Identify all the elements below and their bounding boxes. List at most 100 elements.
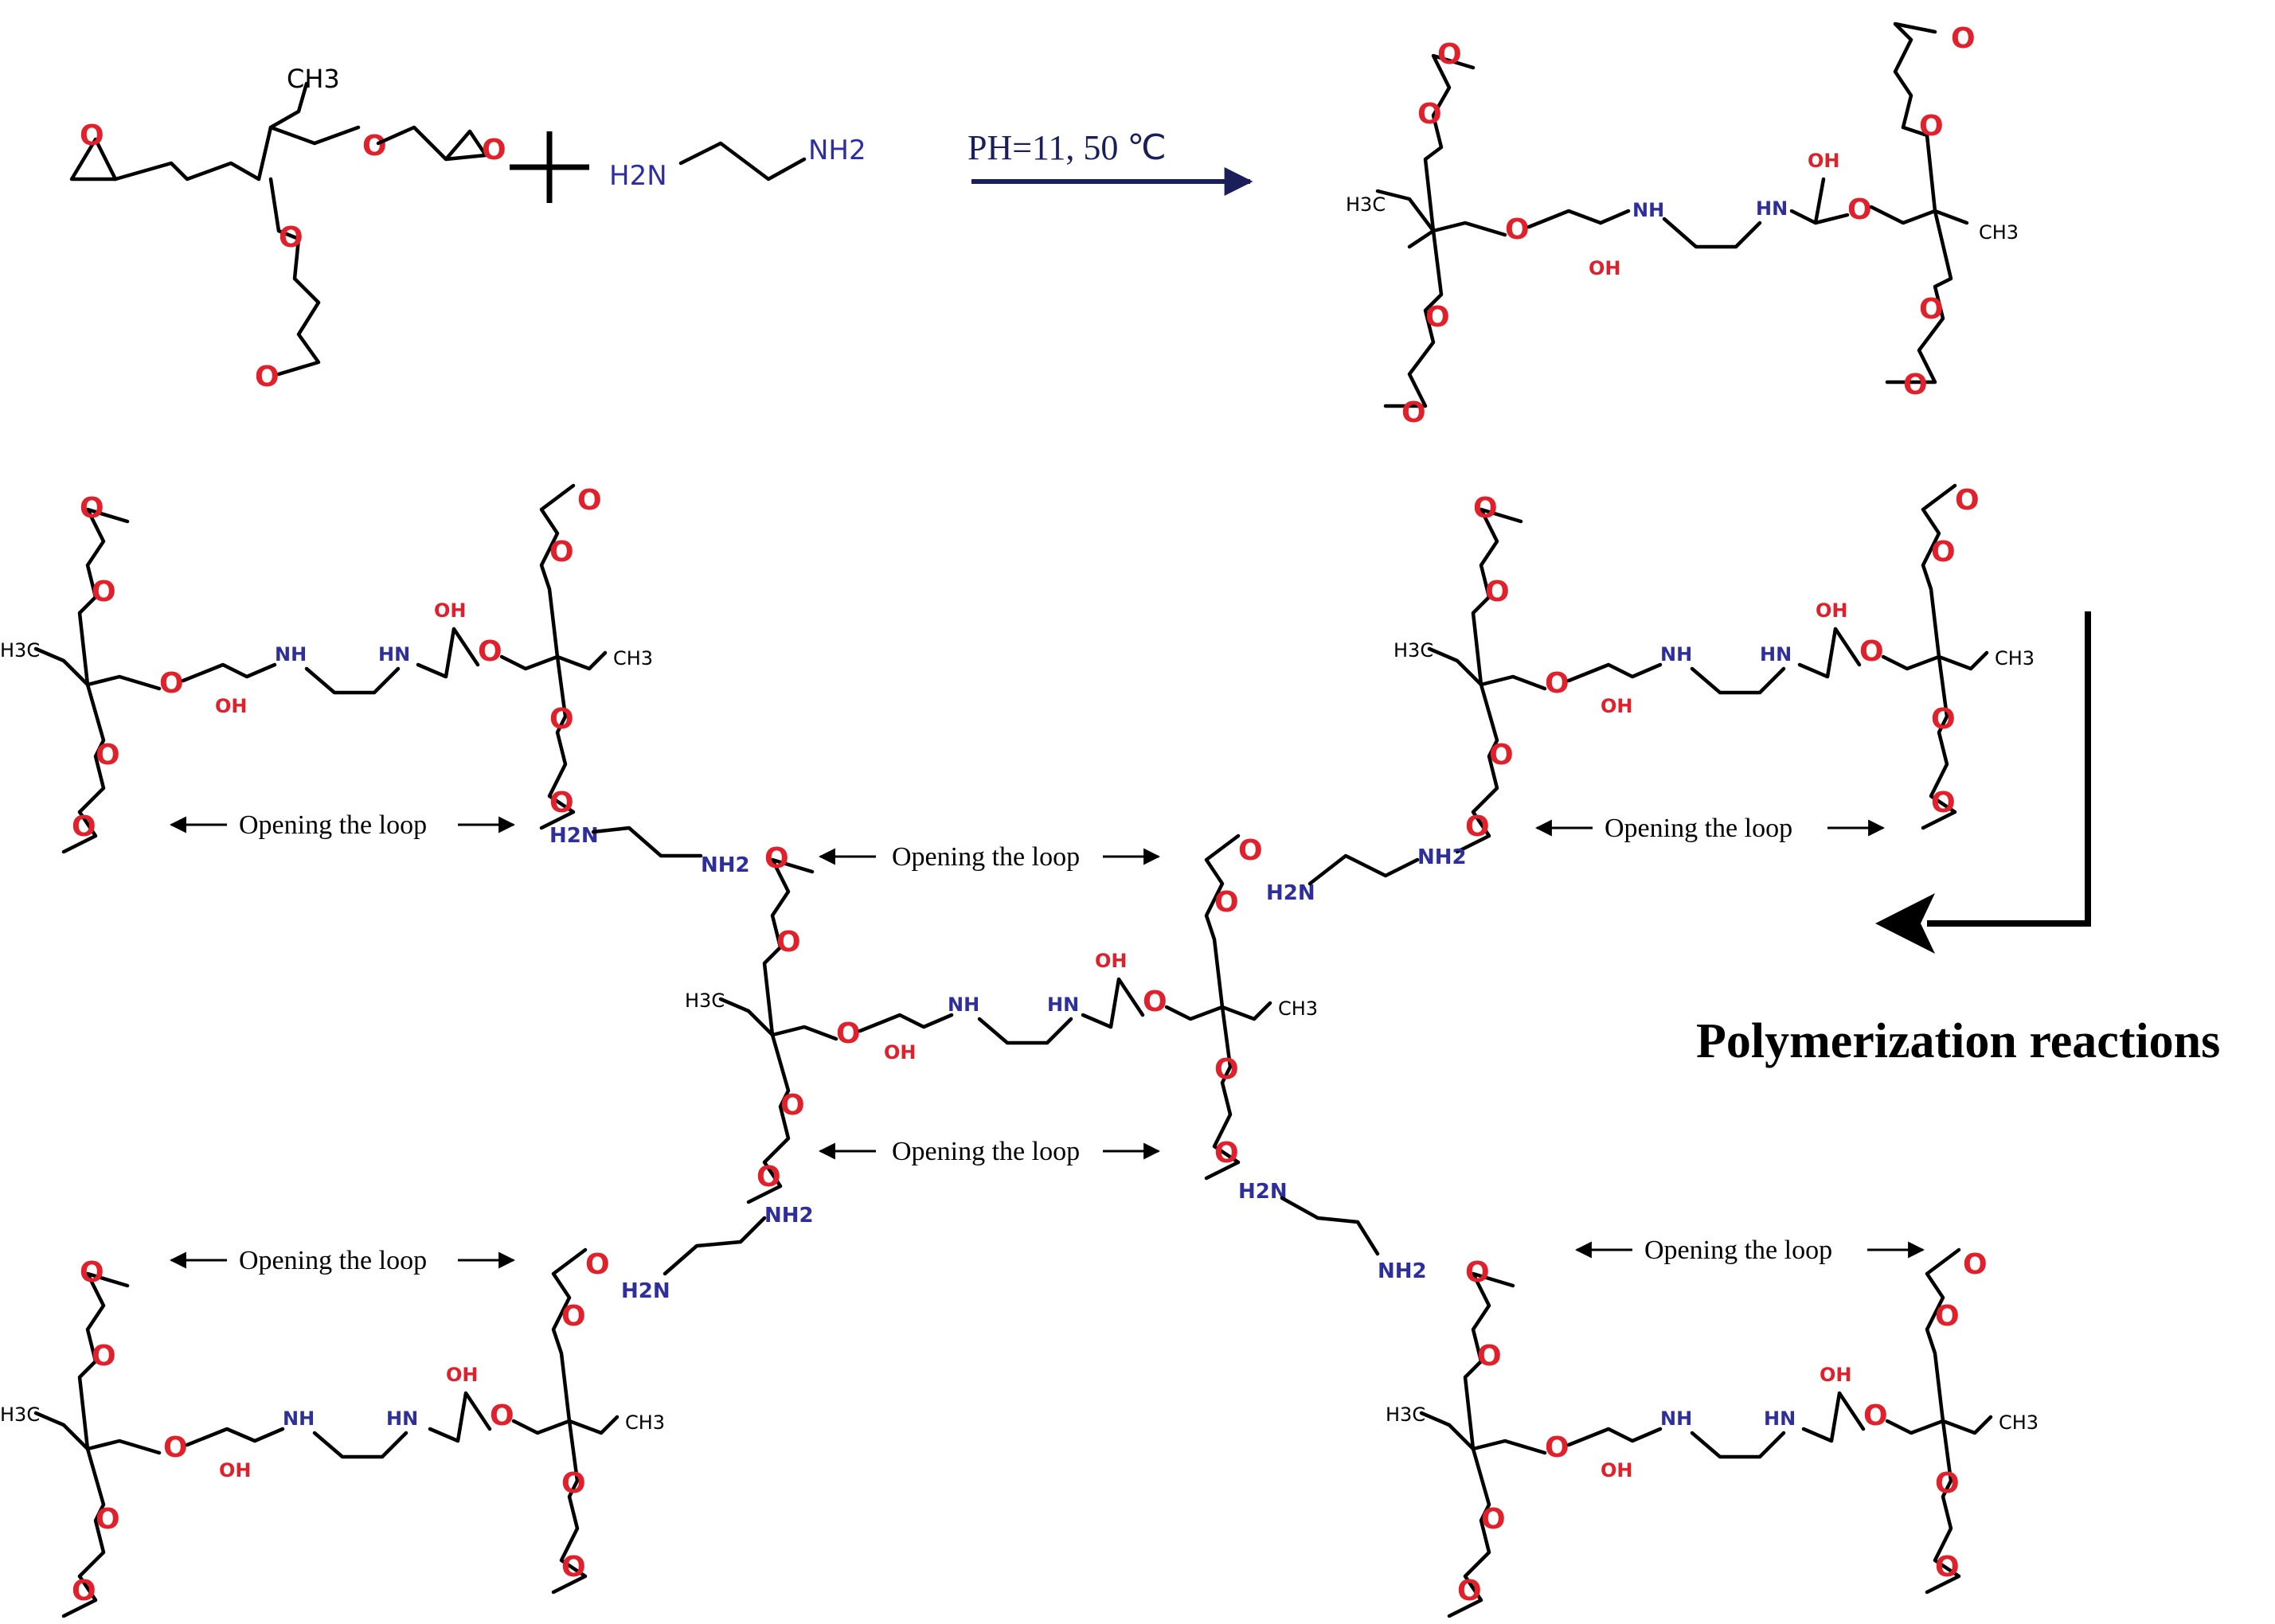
svg-text:NH: NH	[948, 994, 979, 1016]
linker-diamine-1: H2N NH2	[549, 824, 750, 877]
svg-text:O: O	[1931, 536, 1956, 568]
svg-text:O: O	[561, 1551, 586, 1583]
polymerization-arrow	[1875, 611, 2091, 954]
svg-text:O: O	[1214, 1137, 1239, 1169]
reactant-triepoxide: O CH3 O O O O	[69, 64, 506, 393]
svg-text:Opening the loop: Opening the loop	[239, 1246, 427, 1275]
opening-arrow-5: Opening the loop	[169, 1246, 516, 1275]
svg-text:NH: NH	[1660, 643, 1692, 666]
nh2-label: NH2	[808, 135, 866, 166]
dimer-bottom-left: H3C O OH NH HN OH O CH3 O O O O O O O O	[0, 1247, 665, 1618]
svg-text:Opening the loop: Opening the loop	[239, 810, 427, 840]
svg-text:O: O	[549, 536, 574, 568]
oxygen-atom: O	[362, 130, 387, 162]
svg-text:OH: OH	[446, 1364, 479, 1386]
svg-text:O: O	[92, 1340, 116, 1372]
svg-text:HN: HN	[1760, 643, 1792, 666]
svg-text:O: O	[1545, 1431, 1569, 1464]
svg-text:O: O	[1457, 1575, 1482, 1607]
svg-text:Opening the loop: Opening the loop	[1605, 814, 1792, 843]
svg-text:OH: OH	[1095, 950, 1128, 972]
svg-text:O: O	[92, 576, 116, 608]
svg-text:O: O	[1143, 986, 1167, 1018]
svg-text:OH: OH	[1820, 1364, 1852, 1386]
reactant-ethylenediamine: H2N NH2	[609, 135, 866, 192]
svg-text:H2N: H2N	[549, 824, 599, 848]
svg-text:O: O	[1465, 810, 1490, 843]
svg-text:CH3: CH3	[1979, 221, 2019, 244]
svg-text:OH: OH	[1816, 599, 1848, 622]
svg-text:O: O	[1863, 1400, 1888, 1432]
reaction-condition: PH=11, 50 ℃	[967, 128, 1167, 167]
svg-text:H3C: H3C	[685, 990, 725, 1012]
svg-text:NH: NH	[1632, 199, 1664, 221]
svg-text:CH3: CH3	[613, 647, 653, 670]
svg-text:HN: HN	[378, 643, 410, 666]
svg-text:O: O	[96, 1503, 120, 1536]
svg-text:OH: OH	[434, 599, 467, 622]
product-dimer: H3C O OH NH HN OH O CH3 O O O O O O O O	[1346, 21, 2019, 429]
svg-text:O: O	[1545, 667, 1569, 700]
svg-text:OH: OH	[219, 1459, 252, 1482]
svg-text:Opening the loop: Opening the loop	[892, 1137, 1080, 1166]
polymerization-title: Polymerization reactions	[1696, 1014, 2220, 1068]
h2n-label: H2N	[609, 160, 667, 192]
svg-text:O: O	[1477, 1340, 1502, 1372]
svg-text:O: O	[1214, 1053, 1239, 1086]
svg-text:O: O	[577, 484, 602, 517]
svg-text:O: O	[1505, 213, 1530, 246]
svg-text:O: O	[1919, 293, 1944, 326]
dimer-bottom-right: H3C O OH NH HN OH O CH3 O O O O O O O O	[1386, 1247, 2039, 1618]
dimer-top-right: H3C O OH NH HN OH O CH3 O O O O O O O O	[1394, 483, 2035, 854]
svg-text:O: O	[764, 842, 789, 875]
svg-text:O: O	[80, 1256, 104, 1289]
svg-text:OH: OH	[884, 1041, 917, 1064]
opening-arrow-6: Opening the loop	[1574, 1236, 1925, 1265]
svg-text:O: O	[1931, 787, 1956, 819]
svg-text:O: O	[776, 926, 801, 958]
svg-text:O: O	[1903, 369, 1928, 401]
svg-text:O: O	[478, 635, 502, 668]
svg-text:O: O	[1481, 1503, 1506, 1536]
dimer-center: H3C O OH NH HN OH O CH3 O O O O O O O O	[685, 833, 1318, 1204]
svg-text:O: O	[756, 1161, 781, 1193]
svg-text:O: O	[1951, 22, 1976, 55]
oxygen-atom: O	[80, 119, 104, 152]
svg-text:NH: NH	[275, 643, 307, 666]
svg-text:O: O	[1919, 110, 1944, 142]
svg-text:OH: OH	[1601, 695, 1633, 717]
svg-text:OH: OH	[215, 695, 248, 717]
svg-text:O: O	[1238, 834, 1263, 867]
svg-text:O: O	[490, 1400, 514, 1432]
svg-text:NH: NH	[1660, 1407, 1692, 1430]
svg-text:CH3: CH3	[1999, 1411, 2039, 1434]
svg-text:O: O	[72, 1575, 96, 1607]
opening-arrow-2: Opening the loop	[818, 842, 1161, 872]
svg-text:O: O	[1847, 193, 1872, 226]
svg-text:Opening the loop: Opening the loop	[1644, 1236, 1832, 1265]
svg-text:O: O	[1417, 98, 1442, 131]
svg-text:HN: HN	[1756, 197, 1788, 220]
svg-text:CH3: CH3	[625, 1411, 665, 1434]
linker-diamine-4: H2N NH2	[1238, 1180, 1427, 1283]
svg-text:O: O	[80, 492, 104, 525]
svg-text:O: O	[1935, 1551, 1960, 1583]
svg-text:O: O	[561, 1300, 586, 1333]
svg-text:O: O	[1955, 484, 1980, 517]
svg-text:OH: OH	[1601, 1459, 1633, 1482]
svg-text:NH2: NH2	[764, 1204, 814, 1228]
svg-text:O: O	[1473, 492, 1498, 525]
svg-text:H3C: H3C	[0, 1403, 40, 1426]
svg-text:NH2: NH2	[1378, 1259, 1427, 1283]
svg-text:O: O	[1935, 1467, 1960, 1500]
svg-text:O: O	[163, 1431, 188, 1464]
svg-text:O: O	[561, 1467, 586, 1500]
svg-text:O: O	[585, 1248, 610, 1281]
opening-arrow-1: Opening the loop	[169, 810, 516, 840]
svg-text:O: O	[1214, 886, 1239, 919]
svg-text:O: O	[1963, 1248, 1988, 1281]
svg-text:O: O	[159, 667, 184, 700]
svg-text:O: O	[1489, 739, 1514, 771]
dimer-top-left: H3C O OH NH HN OH O CH3 O O O O O O O O	[0, 483, 653, 854]
opening-arrow-3: Opening the loop	[1534, 814, 1886, 843]
